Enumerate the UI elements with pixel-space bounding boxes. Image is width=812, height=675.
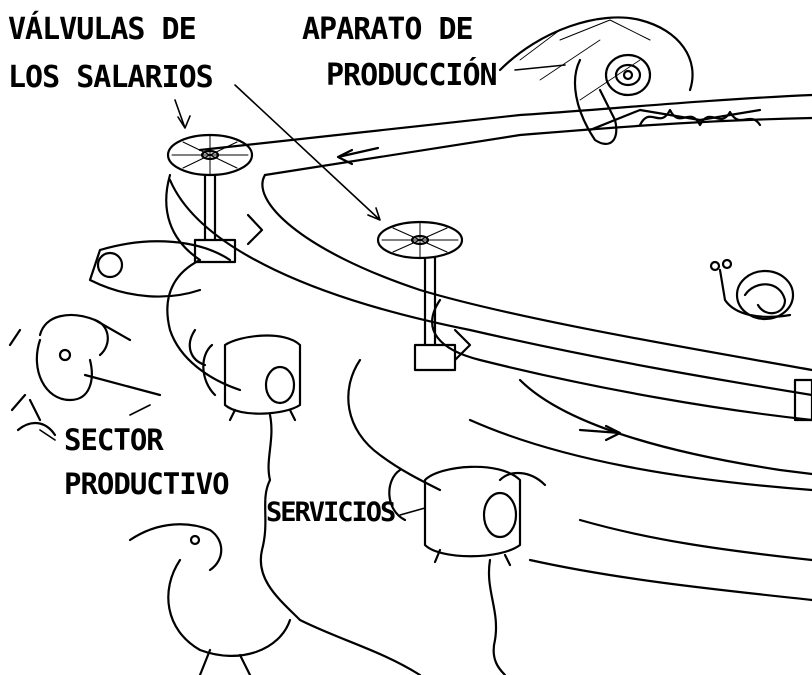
wage-valves-label-line1: VÁLVULAS DE: [8, 12, 197, 47]
left-roller: [88, 240, 232, 298]
worker-figure: [8, 313, 162, 437]
bird: [128, 523, 292, 675]
right-wire: [487, 558, 507, 675]
left-wire: [259, 413, 422, 675]
production-machine: [498, 16, 762, 145]
production-apparatus-label-line1: APARATO DE: [302, 12, 474, 47]
label-arrows: [39, 64, 566, 516]
left-motor: [188, 328, 302, 422]
wage-valves-label-line2: LOS SALARIOS: [8, 60, 214, 95]
production-apparatus-label-line2: PRODUCCIÓN: [326, 58, 498, 93]
services-label: SERVICIOS: [266, 497, 396, 528]
left-wage-valve: [165, 133, 264, 392]
productive-sector-label-line1: SECTOR: [64, 423, 164, 457]
productive-sector-label-line2: PRODUCTIVO: [64, 467, 230, 501]
right-motor: [388, 465, 547, 567]
left-roller-end: [96, 251, 124, 279]
right-wage-valve: [347, 220, 472, 492]
snail: [709, 258, 795, 321]
